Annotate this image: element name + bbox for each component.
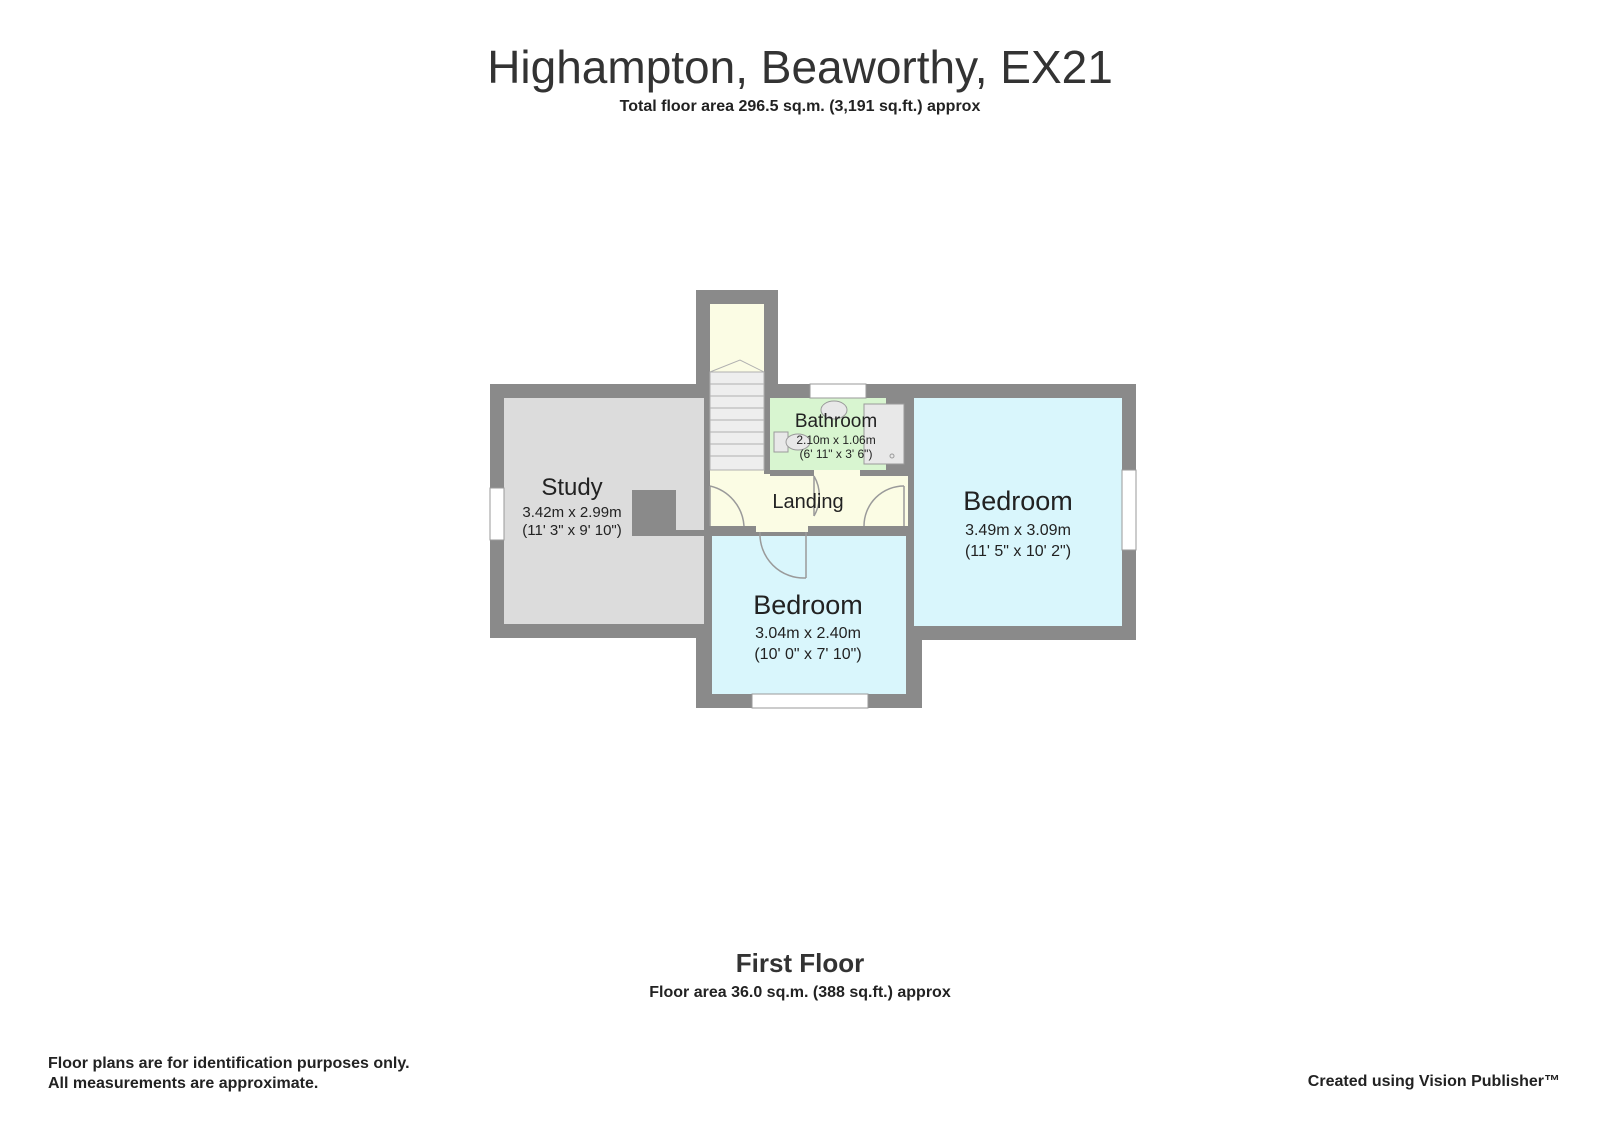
floor-area: Floor area 36.0 sq.m. (388 sq.ft.) appro… — [649, 984, 951, 1001]
bedroom-bottom-room — [712, 536, 906, 694]
study-imperial: (11' 3" x 9' 10") — [522, 522, 621, 539]
total-floor-area: Total floor area 296.5 sq.m. (3,191 sq.f… — [619, 98, 981, 115]
bedroom-bottom-imperial: (10' 0" x 7' 10") — [754, 646, 861, 663]
windows — [489, 383, 1137, 709]
bedroom-right-name: Bedroom — [963, 486, 1073, 516]
disclaimer-line-1: Floor plans are for identification purpo… — [48, 1055, 410, 1072]
interior-walls — [632, 398, 914, 626]
bathroom-fixtures — [773, 400, 905, 465]
doors — [709, 475, 905, 579]
disclaimer-line-2: All measurements are approximate. — [48, 1075, 319, 1092]
shower-icon — [863, 403, 905, 465]
staircase — [709, 359, 765, 471]
bathroom-imperial: (6' 11" x 3' 6") — [800, 447, 873, 461]
credit-text: Created using Vision Publisher™ — [1307, 1073, 1560, 1090]
basin-icon — [820, 400, 848, 420]
bathroom-metric: 2.10m x 1.06m — [796, 433, 875, 447]
bathroom-name: Bathroom — [795, 411, 877, 432]
bedroom-bottom-metric: 3.04m x 2.40m — [755, 625, 861, 642]
disclaimer: Floor plans are for identification purpo… — [48, 1054, 410, 1094]
study-metric: 3.42m x 2.99m — [522, 504, 621, 521]
bedroom-right-room — [914, 398, 1122, 626]
bedroom-right-imperial: (11' 5" x 10' 2") — [965, 543, 1071, 560]
bedroom-right-metric: 3.49m x 3.09m — [965, 522, 1071, 539]
landing-room — [704, 470, 910, 532]
landing-name: Landing — [772, 491, 843, 513]
bedroom-bottom-name: Bedroom — [753, 590, 863, 620]
plan-title: Highampton, Beaworthy, EX21 — [487, 41, 1113, 93]
study-name: Study — [541, 474, 602, 501]
floor-name: First Floor — [735, 948, 865, 978]
